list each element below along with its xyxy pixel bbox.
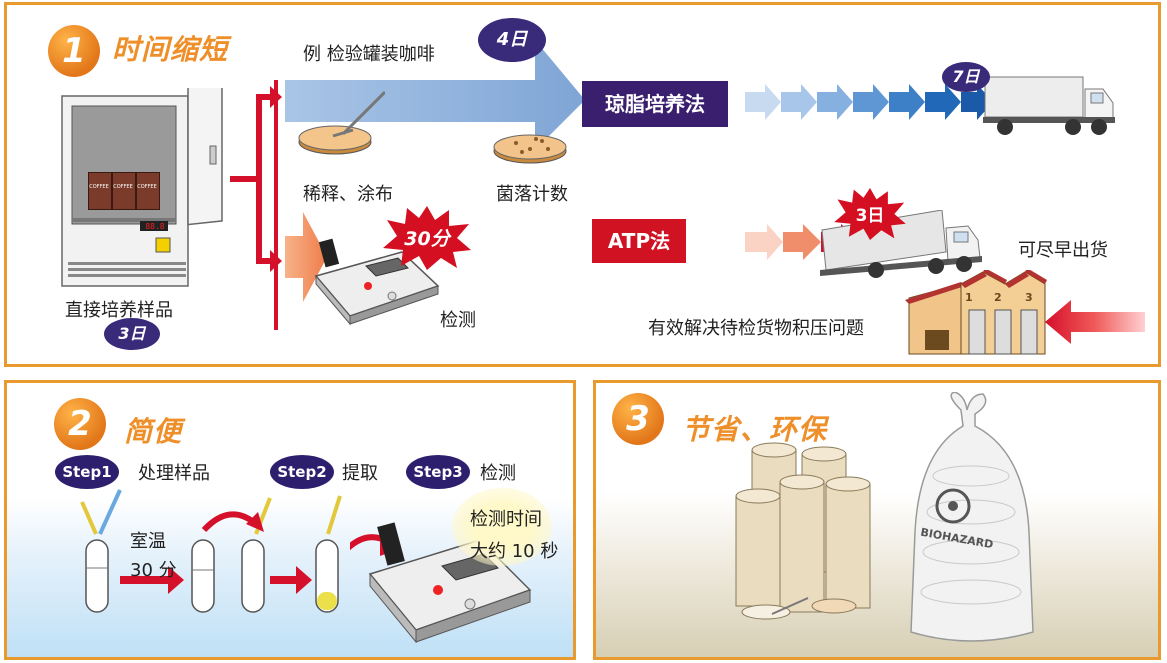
step1-label: 处理样品 — [138, 463, 210, 484]
stock-problem-label: 有效解决待检货物积压问题 — [648, 318, 864, 339]
coffee-can-label: COFFEE — [113, 184, 133, 190]
warehouse-incoming-arrow — [1045, 300, 1145, 344]
panel1-title: 时间缩短 — [112, 33, 229, 66]
panel2-title: 简便 — [124, 415, 183, 448]
biohazard-bag — [910, 392, 1034, 642]
stacked-petri-dishes — [735, 442, 871, 620]
agar-big-arrow — [285, 40, 585, 150]
example-label: 例 检验罐装咖啡 — [303, 44, 435, 65]
coffee-can-label: COFFEE — [89, 184, 109, 190]
atp-truck-days-badge: 3日 — [855, 206, 885, 226]
panel3-title: 节省、环保 — [682, 413, 828, 446]
panel-eco — [593, 380, 1161, 660]
panel-time-saving — [4, 2, 1161, 367]
detect-time-highlight — [452, 488, 552, 566]
warehouse-door-number: 3 — [1025, 291, 1033, 304]
atp-minutes-badge: 30分 — [404, 228, 450, 250]
agar-days-badge: 4日 — [478, 18, 546, 62]
panel3-number-badge: 3 — [612, 393, 664, 445]
petri-dish-colony — [493, 134, 567, 164]
warehouse-door-number: 1 — [965, 291, 973, 304]
agar-method-box: 琼脂培养法 — [582, 81, 728, 127]
red-branch-connector — [230, 80, 282, 330]
incubator-days-badge: 3日 — [104, 318, 160, 350]
step2-badge: Step2 — [270, 455, 334, 489]
detect-label: 检测 — [440, 310, 476, 331]
step3-badge: Step3 — [406, 455, 470, 489]
atp-arrow — [285, 212, 327, 302]
detect-time-label: 检测时间 — [470, 509, 542, 530]
starburst-icon — [383, 206, 471, 270]
incubator-display: 88.8 — [145, 222, 165, 231]
ship-early-label: 可尽早出货 — [1018, 240, 1108, 261]
step3-label: 检测 — [480, 463, 516, 484]
step2-label: 提取 — [342, 463, 378, 484]
agar-truck-days-badge: 7日 — [942, 62, 990, 92]
dilute-label: 稀释、涂布 — [303, 184, 393, 205]
duration-label: 30 分 — [130, 560, 177, 581]
panel2-number-badge: 2 — [54, 398, 106, 450]
room-temp-label: 室温 — [130, 531, 166, 552]
incubator-label: 直接培养样品 — [65, 300, 173, 321]
warehouse-door-number: 2 — [994, 291, 1002, 304]
panel1-number-badge: 1 — [48, 25, 100, 77]
colony-count-label: 菌落计数 — [496, 184, 568, 205]
coffee-can-3 — [136, 172, 160, 210]
petri-dish-dilute — [298, 90, 385, 155]
coffee-can-1 — [88, 172, 112, 210]
sample-prep-tubes — [80, 489, 342, 613]
luminometer-device — [314, 238, 440, 326]
coffee-can-2 — [112, 172, 136, 210]
warehouse-illustration — [905, 270, 1047, 355]
step1-badge: Step1 — [55, 455, 119, 489]
coffee-can-label: COFFEE — [137, 184, 157, 190]
atp-method-box: ATP法 — [592, 219, 686, 263]
starburst-icon — [834, 188, 906, 240]
detect-time-value: 大约 10 秒 — [470, 541, 559, 562]
agar-delivery-truck — [983, 76, 1115, 135]
